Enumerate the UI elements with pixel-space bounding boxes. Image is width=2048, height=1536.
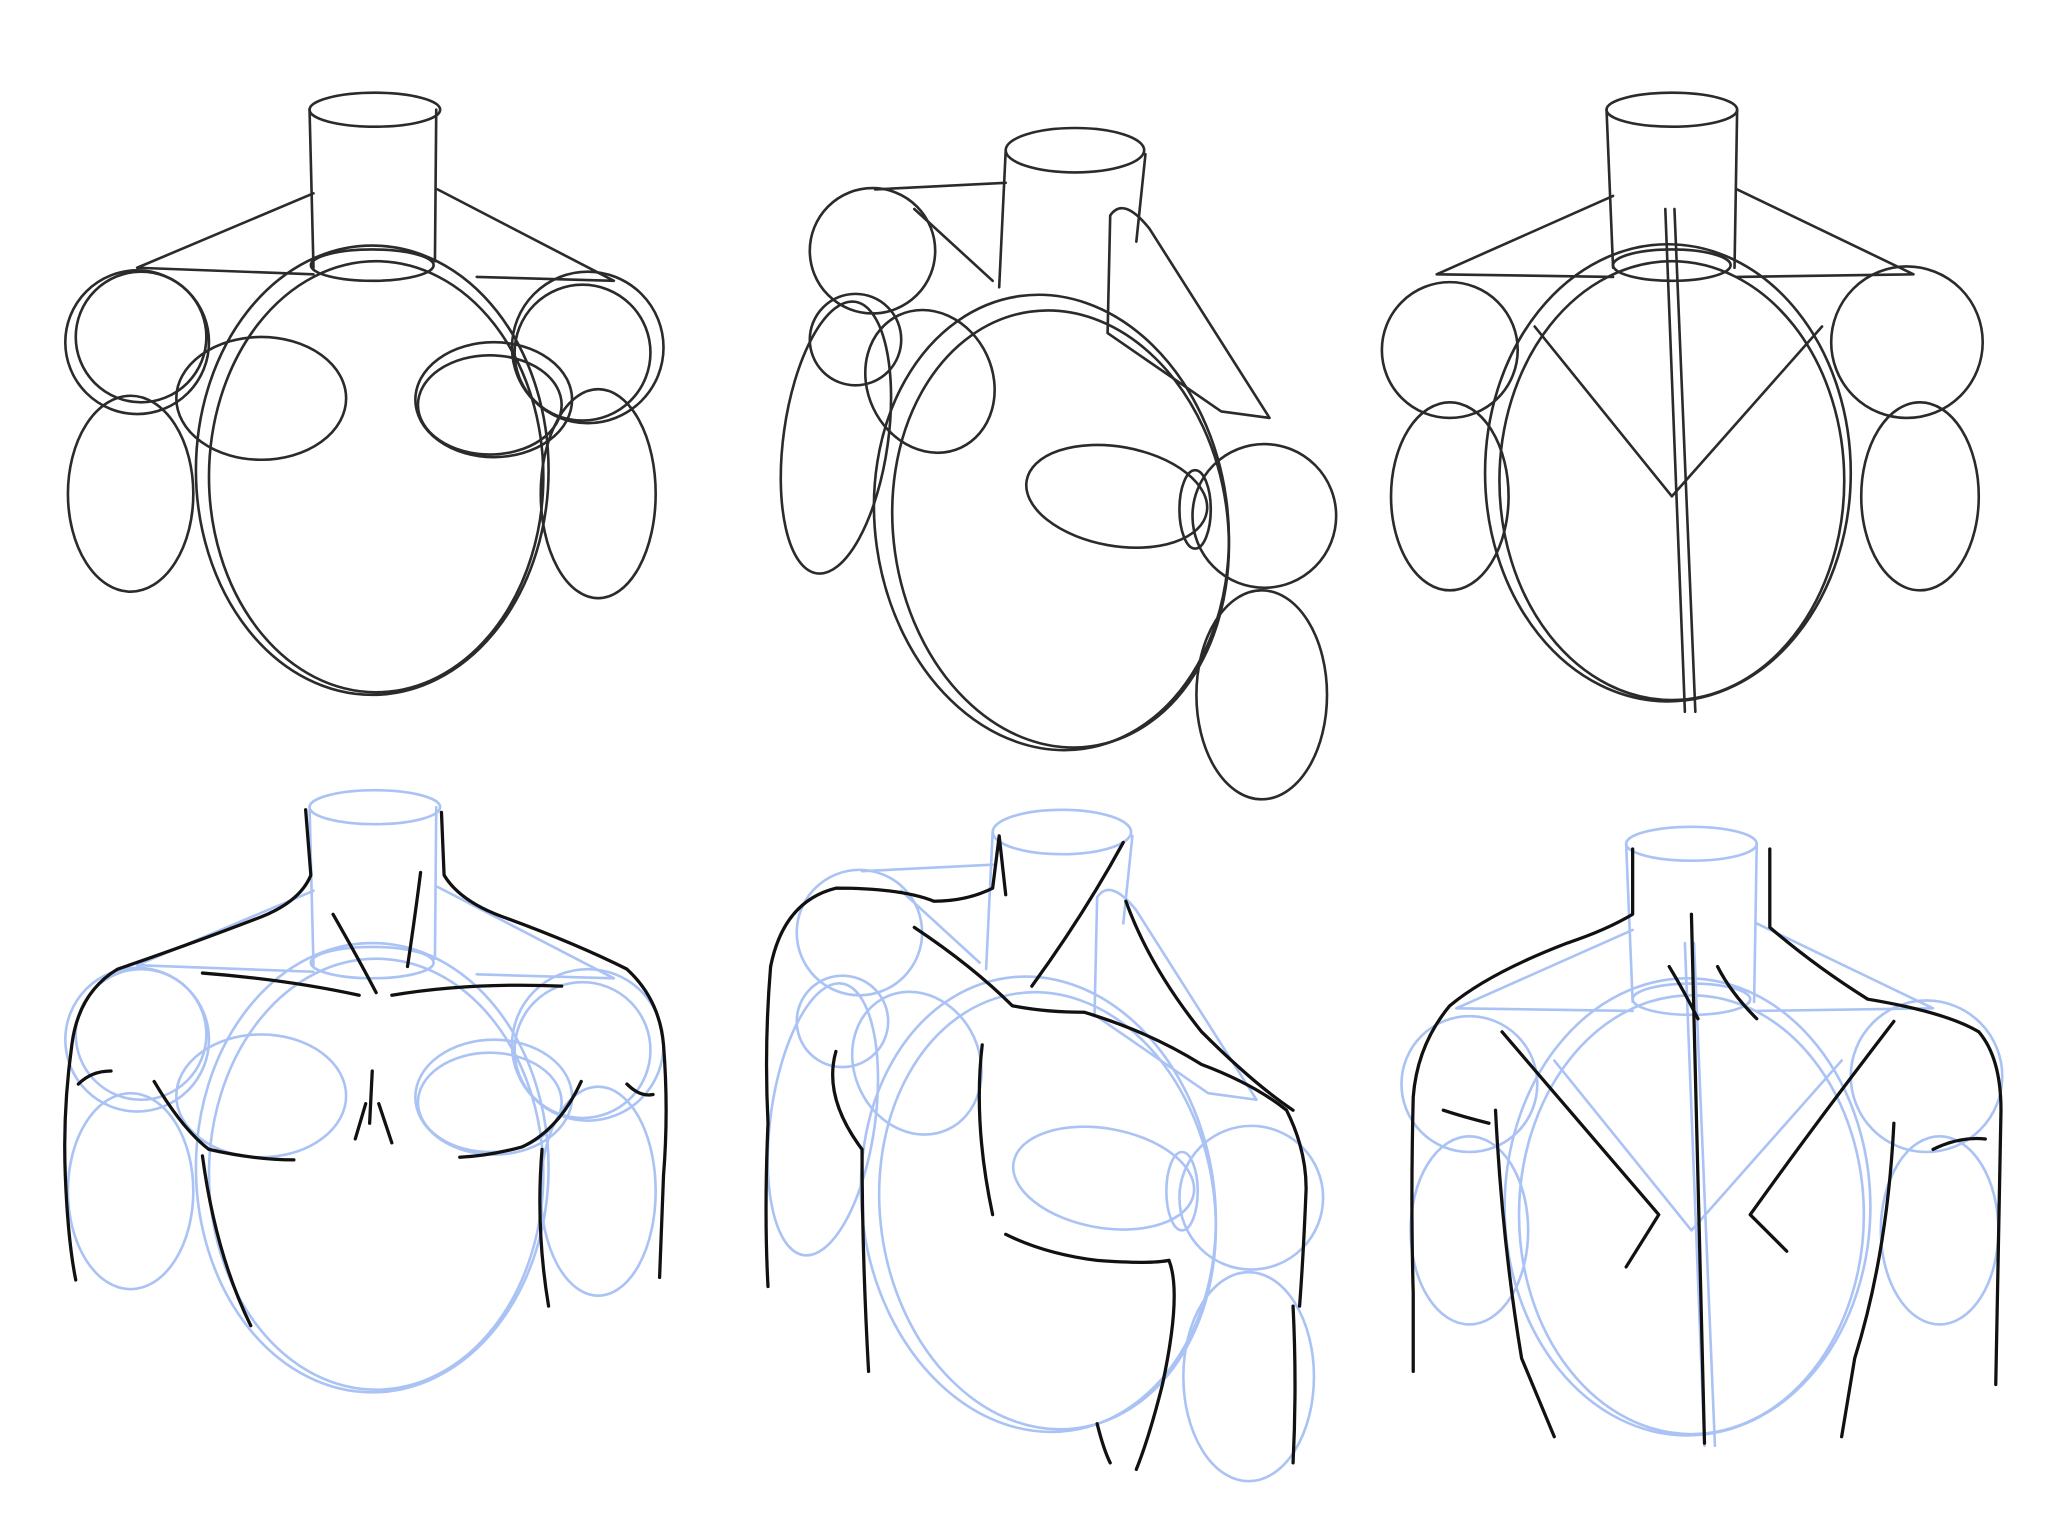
finished-lineart-front	[63, 808, 668, 1328]
construction-sketch-three-quarter	[763, 126, 1338, 801]
guide-lines-front	[63, 788, 665, 1394]
finished-lineart-back	[1410, 847, 2003, 1445]
construction-sketch-back	[1380, 91, 1984, 714]
guide-lines-three-quarter	[750, 808, 1325, 1483]
construction-sketch-front	[63, 91, 665, 697]
finished-lineart-three-quarter	[764, 834, 1308, 1472]
